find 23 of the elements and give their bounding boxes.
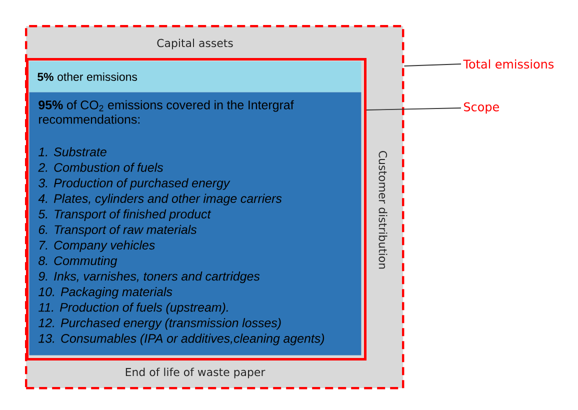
list-item: 3. Production of purchased energy bbox=[38, 178, 230, 190]
leader-line bbox=[404, 64, 462, 66]
list-item: 13. Consumables (IPA or additives,cleaning agents) bbox=[38, 334, 324, 346]
list-item: 2. Combustion of fuels bbox=[38, 162, 164, 172]
list-item: 6. Transport of raw materials bbox=[38, 224, 197, 236]
section-label: Customer distribution bbox=[378, 151, 388, 269]
list-item: 10. Packaging materials bbox=[38, 287, 172, 299]
section-label: End of life of waste paper bbox=[126, 368, 266, 378]
list-item: 11. Production of fuels (upstream). bbox=[38, 302, 228, 314]
list-item: 12. Purchased energy (transmission losses) bbox=[38, 318, 281, 330]
band-text: 5% other emissions bbox=[38, 72, 138, 81]
callout-label: Scope bbox=[464, 102, 499, 114]
list-item: 7. Company vehicles bbox=[40, 240, 155, 252]
callout-label: Total emissions bbox=[463, 59, 554, 69]
list-item: 1. Substrate bbox=[38, 147, 106, 156]
emissions-band bbox=[29, 61, 362, 92]
panel-heading: 95% of CO$_{2}$ emissions covered in the Intergraf recommendations: bbox=[38, 100, 294, 124]
list-item: 4. Plates, cylinders and other image carriers bbox=[38, 194, 282, 206]
list-item: 8. Commuting bbox=[38, 256, 118, 268]
list-item: 9. Inks, varnishes, toners and cartridges bbox=[38, 272, 260, 284]
section-label: Capital assets bbox=[157, 38, 233, 50]
leader-line bbox=[366, 108, 462, 110]
list-item: 5. Transport of finished product bbox=[38, 209, 212, 221]
